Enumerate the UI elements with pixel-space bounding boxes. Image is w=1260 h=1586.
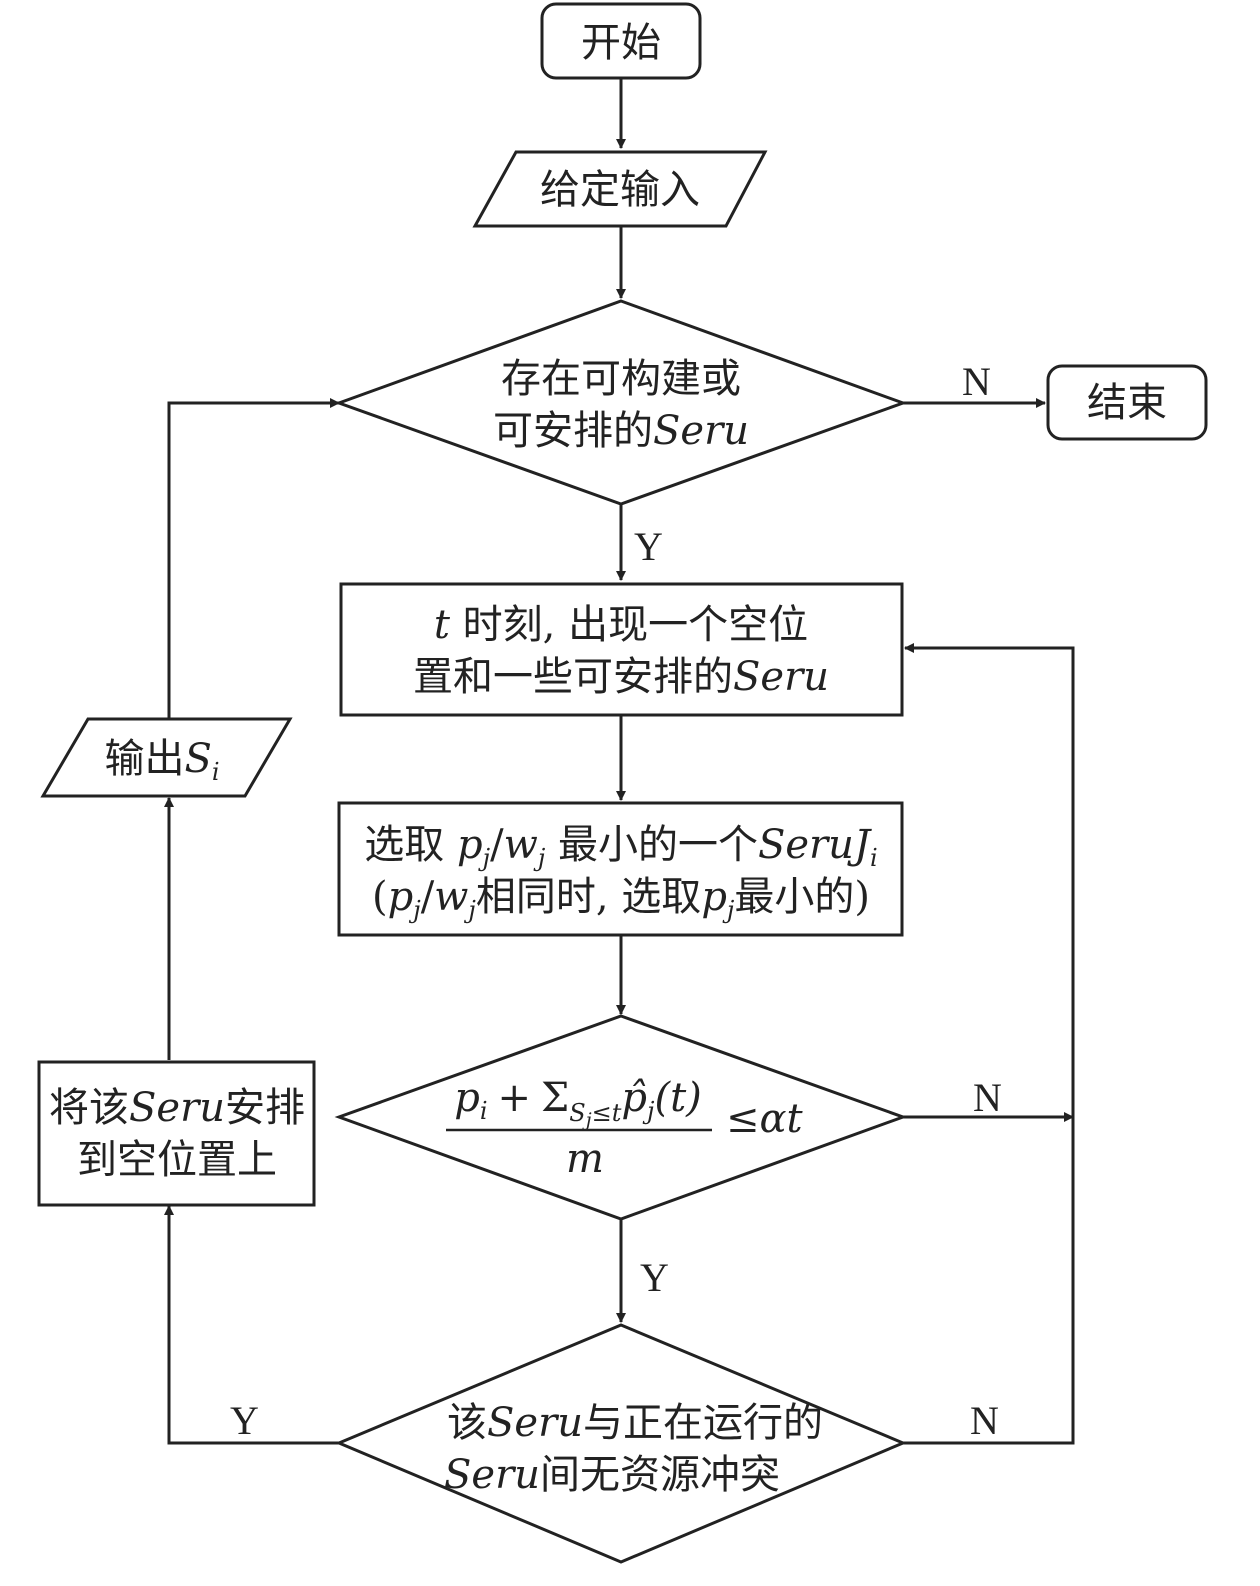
assign-line1: 将该Seru安排 — [49, 1085, 305, 1131]
conflict-line2-suffix: 间无资源冲突 — [540, 1452, 780, 1498]
label-conflict-no: N — [970, 1398, 999, 1443]
edge-labels: N Y N Y Y N — [230, 359, 1002, 1443]
decision-exists-node: 存在可构建或 可安排的Seru — [334, 299, 908, 506]
select-line2-mid: 相同时, 选取 — [476, 874, 701, 920]
decision-exists-line2: 可安排的Seru — [493, 408, 749, 454]
select-line1-mid: 最小的一个 — [545, 822, 758, 868]
label-exists-no: N — [962, 359, 991, 404]
end-label: 结束 — [1087, 380, 1167, 426]
slot-event-line2-prefix: 置和一些可安排的 — [413, 654, 733, 700]
decision-conflict-node: 该Seru与正在运行的 Seru间无资源冲突 — [335, 1323, 907, 1564]
label-condition-no: N — [973, 1075, 1002, 1120]
output-node: 输出Si — [40, 717, 293, 798]
assign-line1-suffix: 安排 — [225, 1085, 305, 1131]
decision-exists-line2-prefix: 可安排的 — [493, 408, 653, 454]
connectors — [164, 78, 1075, 1445]
input-node: 给定输入 — [472, 150, 768, 228]
end-box — [1046, 364, 1208, 441]
edge-conflict-no-loop — [903, 643, 1075, 1445]
select-line2-p2: p — [701, 874, 727, 920]
input-shape — [472, 150, 768, 228]
output-prefix: 输出 — [104, 736, 184, 782]
start-box — [540, 2, 702, 80]
condition-rhs: ≤αt — [726, 1096, 804, 1142]
slot-event-node: t 时刻, 出现一个空位 置和一些可安排的Seru — [339, 582, 904, 717]
slot-event-line1: t 时刻, 出现一个空位 — [434, 602, 808, 648]
select-line1: 选取 pj/wj 最小的一个SeruJi — [364, 822, 877, 872]
conflict-seru: Seru — [487, 1400, 583, 1446]
output-S: S — [184, 736, 211, 782]
condition-sum-t: t — [612, 1099, 622, 1127]
edge-output-loop — [167, 398, 340, 719]
select-w: w — [504, 822, 538, 868]
output-shape — [40, 717, 293, 798]
select-node: 选取 pj/wj 最小的一个SeruJi (pj/wj相同时, 选取pj最小的) — [337, 801, 904, 937]
condition-plus: + — [498, 1075, 532, 1121]
condition-le: ≤ — [726, 1096, 760, 1142]
slot-event-line1-text: 时刻, 出现一个空位 — [463, 602, 808, 648]
label-condition-yes: Y — [640, 1255, 669, 1300]
decision-exists-seru: Seru — [653, 408, 749, 454]
condition-p: p — [454, 1075, 480, 1121]
slot-event-box — [339, 582, 904, 717]
label-exists-yes: Y — [634, 524, 663, 569]
label-conflict-yes: Y — [230, 1398, 259, 1443]
select-box — [337, 801, 904, 937]
decision-conflict-shape — [335, 1323, 907, 1564]
condition-alpha-t: αt — [760, 1096, 804, 1142]
start-node: 开始 — [540, 2, 702, 80]
assign-node: 将该Seru安排 到空位置上 — [37, 1060, 316, 1207]
decision-exists-line1: 存在可构建或 — [501, 356, 741, 402]
condition-p-sub-i: i — [480, 1097, 488, 1125]
condition-numerator: pi+ΣSj≤tp̂j(t) — [454, 1075, 702, 1131]
conflict-line1: 该Seru与正在运行的 — [447, 1400, 823, 1446]
condition-sum-S-sub-j: j — [582, 1109, 592, 1131]
select-J-sub-i: i — [870, 844, 878, 872]
end-node: 结束 — [1046, 364, 1208, 441]
slot-event-seru: Seru — [733, 654, 829, 700]
conflict-line1-suffix: 与正在运行的 — [583, 1400, 823, 1446]
select-seru: Seru — [758, 822, 854, 868]
assign-seru: Seru — [129, 1085, 225, 1131]
condition-paren-t: (t) — [654, 1075, 701, 1121]
conflict-line2-seru: Seru — [444, 1452, 540, 1498]
decision-condition-node: pi+ΣSj≤tp̂j(t) m ≤αt — [334, 1014, 908, 1221]
slot-event-line2: 置和一些可安排的Seru — [413, 654, 829, 700]
assign-box — [37, 1060, 316, 1207]
assign-line2: 到空位置上 — [77, 1137, 277, 1183]
output-S-sub-i: i — [212, 758, 220, 786]
select-slash: / — [490, 822, 504, 868]
select-p: p — [457, 822, 483, 868]
input-label: 给定输入 — [540, 167, 700, 213]
select-open-paren: ( — [372, 874, 388, 920]
select-line2-p: p — [388, 874, 414, 920]
decision-condition-shape — [334, 1014, 908, 1221]
slot-event-var-t: t — [434, 602, 451, 648]
assign-line1-prefix: 将该 — [49, 1085, 129, 1131]
condition-sum-S: S — [569, 1099, 585, 1127]
condition-denominator: m — [566, 1136, 604, 1182]
output-label: 输出Si — [104, 736, 219, 786]
edge-conflict-yes — [164, 1205, 339, 1445]
select-line2: (pj/wj相同时, 选取pj最小的) — [372, 874, 870, 924]
condition-sigma: Σ — [541, 1075, 569, 1121]
select-line2-w: w — [434, 874, 468, 920]
start-label: 开始 — [581, 20, 661, 66]
conflict-line2: Seru间无资源冲突 — [444, 1452, 780, 1498]
condition-phat: p̂ — [621, 1075, 647, 1121]
conflict-line1-prefix: 该 — [447, 1400, 487, 1446]
select-line1-prefix: 选取 — [364, 822, 457, 868]
select-line2-suffix: 最小的) — [734, 874, 870, 920]
condition-sum-le: ≤ — [592, 1099, 612, 1127]
decision-exists-shape — [334, 299, 908, 506]
select-line2-slash: / — [421, 874, 435, 920]
